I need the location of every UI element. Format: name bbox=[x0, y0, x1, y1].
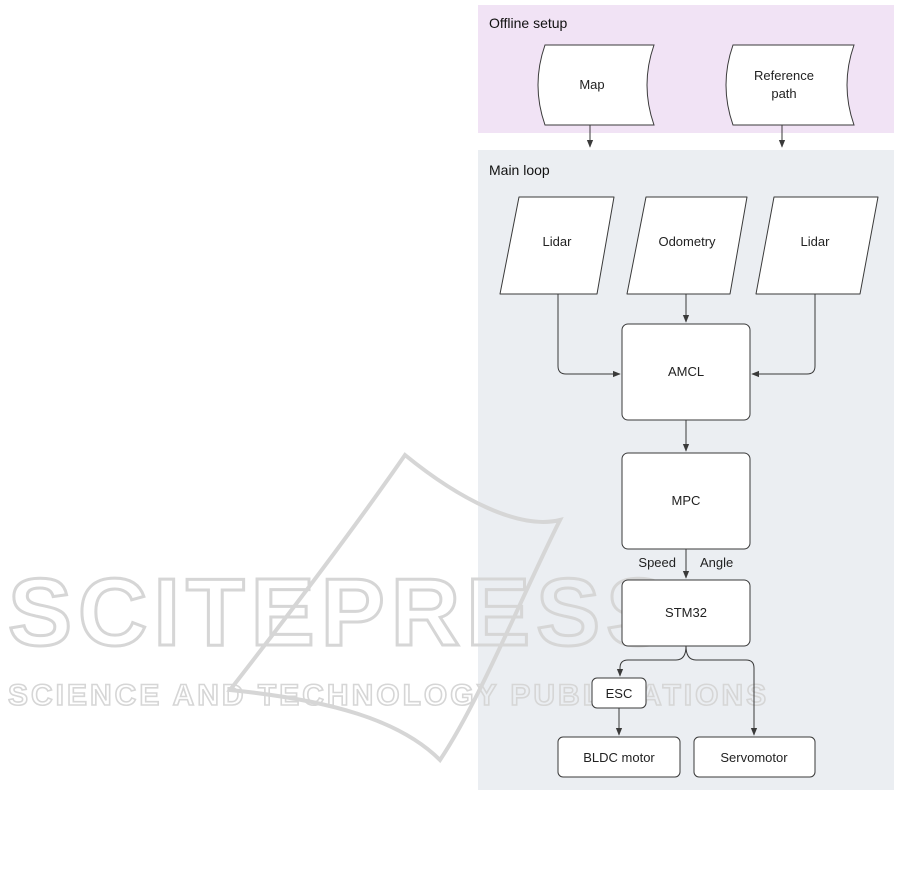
node-reference-path-label-2: path bbox=[771, 86, 796, 101]
node-odometry: Odometry bbox=[627, 197, 747, 294]
node-reference-path: Reference path bbox=[726, 45, 854, 125]
node-lidar-right: Lidar bbox=[756, 197, 878, 294]
node-map-label: Map bbox=[579, 77, 604, 92]
node-amcl-label: AMCL bbox=[668, 364, 704, 379]
edge-label-speed: Speed bbox=[638, 555, 676, 570]
node-mpc: MPC bbox=[622, 453, 750, 549]
offline-setup-title: Offline setup bbox=[489, 15, 567, 31]
node-servomotor: Servomotor bbox=[694, 737, 815, 777]
node-lidar-right-label: Lidar bbox=[801, 234, 831, 249]
node-esc-label: ESC bbox=[606, 686, 633, 701]
watermark-sub-text: SCIENCE AND TECHNOLOGY PUBLICATIONS bbox=[8, 679, 769, 712]
node-odometry-label: Odometry bbox=[658, 234, 716, 249]
node-bldc-motor-label: BLDC motor bbox=[583, 750, 655, 765]
node-stm32-label: STM32 bbox=[665, 605, 707, 620]
node-esc: ESC bbox=[592, 678, 646, 708]
node-mpc-label: MPC bbox=[672, 493, 701, 508]
watermark-main-text: SCITEPRESS bbox=[8, 559, 676, 666]
node-stm32: STM32 bbox=[622, 580, 750, 646]
node-lidar-left: Lidar bbox=[500, 197, 614, 294]
node-servomotor-label: Servomotor bbox=[720, 750, 788, 765]
node-map: Map bbox=[538, 45, 654, 125]
node-lidar-left-label: Lidar bbox=[543, 234, 573, 249]
node-bldc-motor: BLDC motor bbox=[558, 737, 680, 777]
node-amcl: AMCL bbox=[622, 324, 750, 420]
node-reference-path-label-1: Reference bbox=[754, 68, 814, 83]
edge-label-angle: Angle bbox=[700, 555, 733, 570]
main-loop-title: Main loop bbox=[489, 162, 550, 178]
